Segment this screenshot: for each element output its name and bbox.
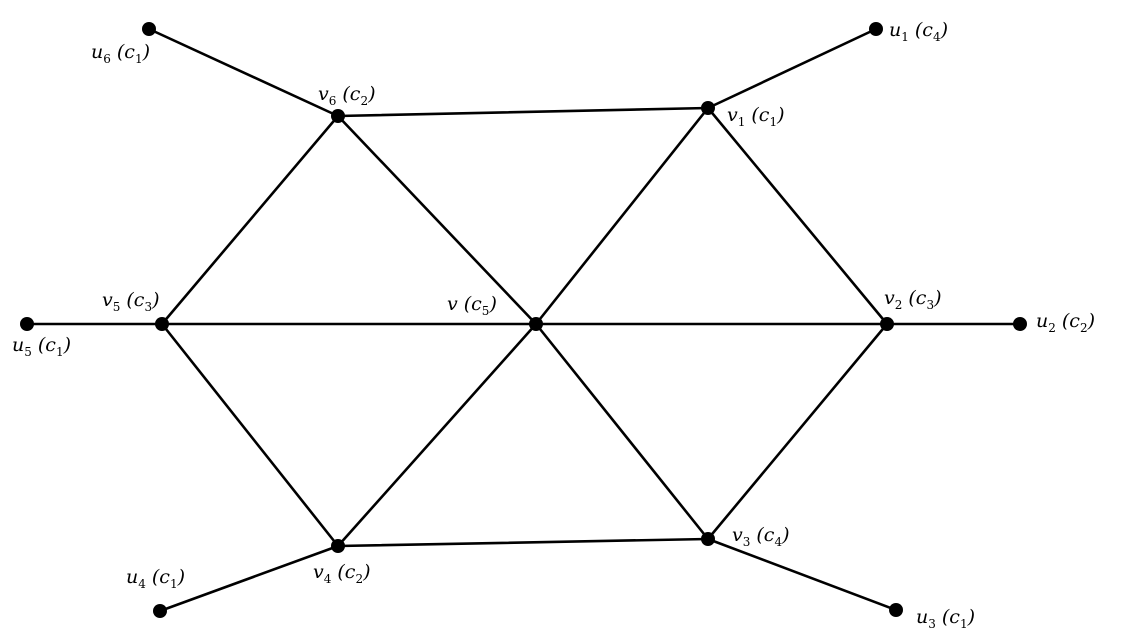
edge-v-v4 <box>336 322 538 548</box>
node-label-u1: u1(c4) <box>889 19 948 44</box>
node-v3 <box>701 532 715 546</box>
node-label-u2: u2(c2) <box>1036 310 1095 335</box>
node-v6 <box>331 109 345 123</box>
node-label-u4: u4(c1) <box>126 566 185 591</box>
labels-layer: v(c5) v1(c1) v2(c3) v3(c4) v4(c2) v5(c3) v6(c2… <box>12 19 1095 631</box>
edge-u4-v4 <box>158 544 340 613</box>
edge-v6-v1 <box>336 106 710 118</box>
node-label-v2: v2(c3) <box>884 287 942 312</box>
node-label-v: v(c5) <box>447 293 497 318</box>
edge-v6-v <box>336 114 538 326</box>
node-label-v3: v3(c4) <box>732 524 790 549</box>
edge-v4-v5 <box>160 322 340 548</box>
node-v2 <box>880 317 894 331</box>
node-v4 <box>331 539 345 553</box>
node-label-v4: v4(c2) <box>313 561 371 586</box>
nodes-layer <box>20 22 1027 618</box>
edge-v2-v3 <box>706 322 889 541</box>
edge-v1-v <box>534 106 710 326</box>
node-label-v5: v5(c3) <box>102 289 160 314</box>
edge-v1-v2 <box>706 106 889 326</box>
node-u4 <box>153 604 167 618</box>
edge-u1-v1 <box>706 27 878 110</box>
edge-v-v3 <box>534 322 710 541</box>
edge-u3-v3 <box>706 537 898 612</box>
edge-u6-v6 <box>147 27 340 118</box>
node-label-v1: v1(c1) <box>727 104 785 129</box>
edge-v3-v4 <box>336 537 710 548</box>
node-label-u6: u6(c1) <box>91 41 150 66</box>
node-label-u3: u3(c1) <box>916 606 975 631</box>
node-u1 <box>869 22 883 36</box>
node-u2 <box>1013 317 1027 331</box>
node-u6 <box>142 22 156 36</box>
edges-layer <box>25 27 1022 613</box>
node-u5 <box>20 317 34 331</box>
node-u3 <box>889 603 903 617</box>
node-label-u5: u5(c1) <box>12 334 71 359</box>
node-v5 <box>155 317 169 331</box>
node-v <box>529 317 543 331</box>
node-v1 <box>701 101 715 115</box>
node-label-v6: v6(c2) <box>318 83 376 108</box>
edge-v5-v6 <box>160 114 340 326</box>
